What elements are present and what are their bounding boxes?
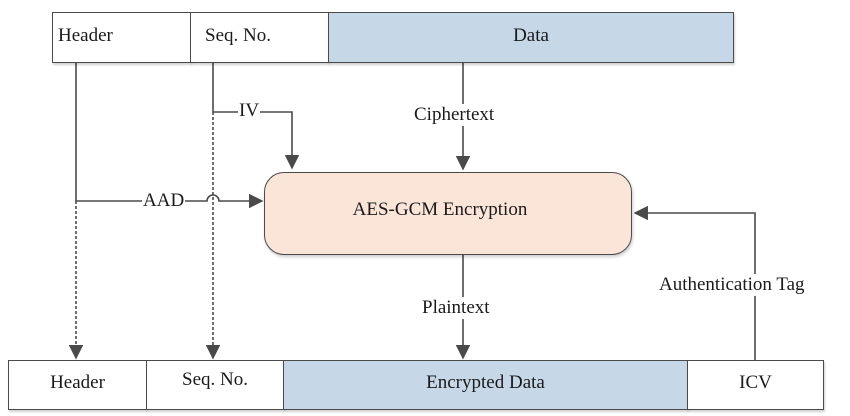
bottom-seq-field: Seq. No.	[146, 360, 284, 410]
top-header-label: Header	[58, 24, 113, 46]
top-data-field: Data	[328, 12, 734, 63]
iv-label: IV	[238, 100, 261, 122]
bottom-header-label: Header	[50, 372, 105, 393]
aes-gcm-encryption-box: AES-GCM Encryption	[264, 172, 632, 255]
ciphertext-label: Ciphertext	[413, 104, 496, 126]
plaintext-label: Plaintext	[421, 297, 491, 319]
top-seq-field: Seq. No.	[190, 12, 329, 63]
bottom-icv-label: ICV	[739, 372, 772, 393]
top-data-label: Data	[513, 24, 549, 46]
bottom-encrypted-data-label: Encrypted Data	[426, 372, 545, 393]
bottom-encrypted-data-field: Encrypted Data	[283, 360, 688, 410]
authentication-tag-label: Authentication Tag	[658, 274, 806, 296]
top-header-field: Header	[52, 12, 191, 63]
top-seq-label: Seq. No.	[205, 24, 271, 46]
aes-gcm-label: AES-GCM Encryption	[352, 198, 528, 220]
bottom-icv-field: ICV	[687, 360, 824, 410]
aad-label: AAD	[142, 190, 186, 212]
bottom-seq-label: Seq. No.	[182, 369, 248, 390]
bottom-header-field: Header	[8, 360, 147, 410]
auth-tag-arrow	[633, 205, 756, 360]
